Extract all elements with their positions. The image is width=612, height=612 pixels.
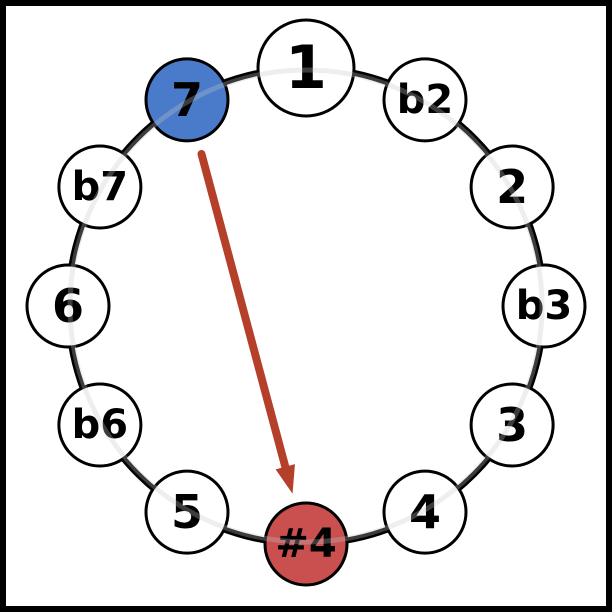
node-circle bbox=[263, 501, 349, 587]
node-circle bbox=[57, 382, 143, 468]
node-circle bbox=[256, 18, 356, 118]
node-b3: b3 bbox=[501, 263, 587, 349]
node-label: 6 bbox=[52, 279, 84, 333]
node-circle bbox=[382, 469, 468, 555]
node-b6: b6 bbox=[57, 382, 143, 468]
node-circle bbox=[144, 469, 230, 555]
node-label: b2 bbox=[397, 77, 453, 123]
arrow-shaft bbox=[197, 149, 290, 471]
node-3: 3 bbox=[469, 382, 555, 468]
node-label: b6 bbox=[72, 402, 128, 448]
node-circle bbox=[469, 144, 555, 230]
node-5: 5 bbox=[144, 469, 230, 555]
node-label: b7 bbox=[72, 164, 128, 210]
node-label: 3 bbox=[496, 398, 528, 452]
node-circle bbox=[144, 57, 230, 143]
node-2: 2 bbox=[469, 144, 555, 230]
node-label: 7 bbox=[171, 73, 203, 127]
arrow-head bbox=[275, 464, 295, 494]
faint-ring-overlay bbox=[67, 67, 545, 545]
node-1: 1 bbox=[256, 18, 356, 118]
node-sharp4: #4 bbox=[263, 501, 349, 587]
node-circle bbox=[25, 263, 111, 349]
node-label: 2 bbox=[496, 160, 528, 214]
node-label: 4 bbox=[409, 485, 441, 539]
node-circle bbox=[57, 144, 143, 230]
node-circle bbox=[501, 263, 587, 349]
node-label: 1 bbox=[285, 33, 327, 103]
node-circle bbox=[382, 57, 468, 143]
node-label: #4 bbox=[275, 521, 336, 567]
node-b2: b2 bbox=[382, 57, 468, 143]
node-4: 4 bbox=[382, 469, 468, 555]
node-6: 6 bbox=[25, 263, 111, 349]
node-label: b3 bbox=[516, 283, 572, 329]
node-label: 5 bbox=[171, 485, 203, 539]
node-7: 7 bbox=[144, 57, 230, 143]
node-circle bbox=[469, 382, 555, 468]
node-b7: b7 bbox=[57, 144, 143, 230]
